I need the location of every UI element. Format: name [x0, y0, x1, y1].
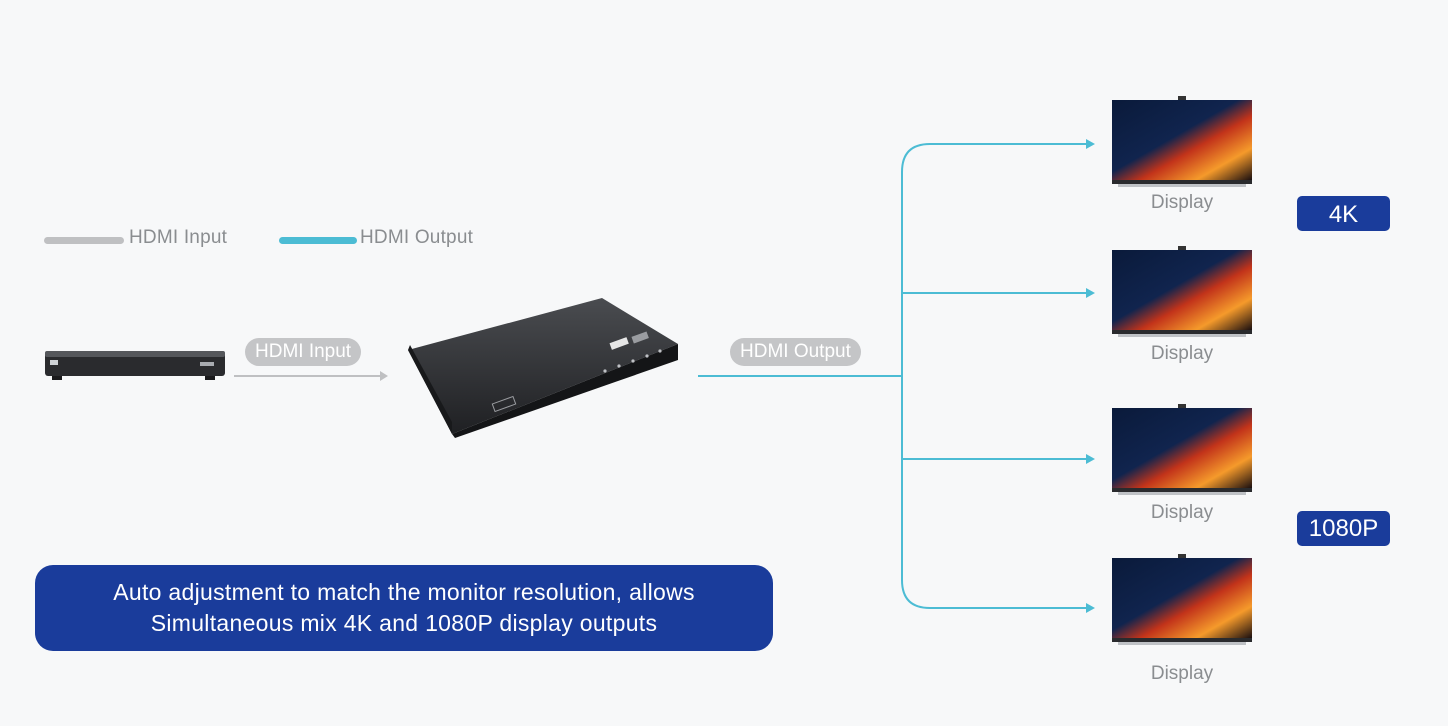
legend-output-swatch [279, 237, 357, 244]
output-pill: HDMI Output [730, 338, 861, 366]
display-screen-3 [1112, 404, 1252, 495]
legend-input-label: HDMI Input [129, 227, 228, 248]
display-screen-4 [1112, 554, 1252, 645]
caption-line-2: Simultaneous mix 4K and 1080P display ou… [150, 610, 658, 636]
output-arrowheads [1086, 139, 1095, 613]
display-label-1: Display [1150, 192, 1214, 213]
hdmi-splitter-icon [408, 298, 678, 438]
legend-output-label: HDMI Output [360, 227, 474, 248]
display-screen-2 [1112, 246, 1252, 337]
caption-banner: Auto adjustment to match the monitor res… [35, 565, 773, 651]
display-label-2: Display [1150, 343, 1214, 364]
resolution-badge-1080p: 1080P [1297, 511, 1390, 546]
caption-line-1: Auto adjustment to match the monitor res… [113, 579, 695, 605]
display-screen-1 [1112, 96, 1252, 187]
display-label-3: Display [1150, 502, 1214, 523]
source-player-icon [45, 351, 225, 380]
output-cables [698, 143, 1088, 609]
resolution-badge-4k: 4K [1297, 196, 1390, 231]
display-label-4: Display [1150, 663, 1214, 684]
input-cable [234, 371, 388, 381]
legend-input-swatch [44, 237, 124, 244]
input-pill: HDMI Input [245, 338, 362, 366]
